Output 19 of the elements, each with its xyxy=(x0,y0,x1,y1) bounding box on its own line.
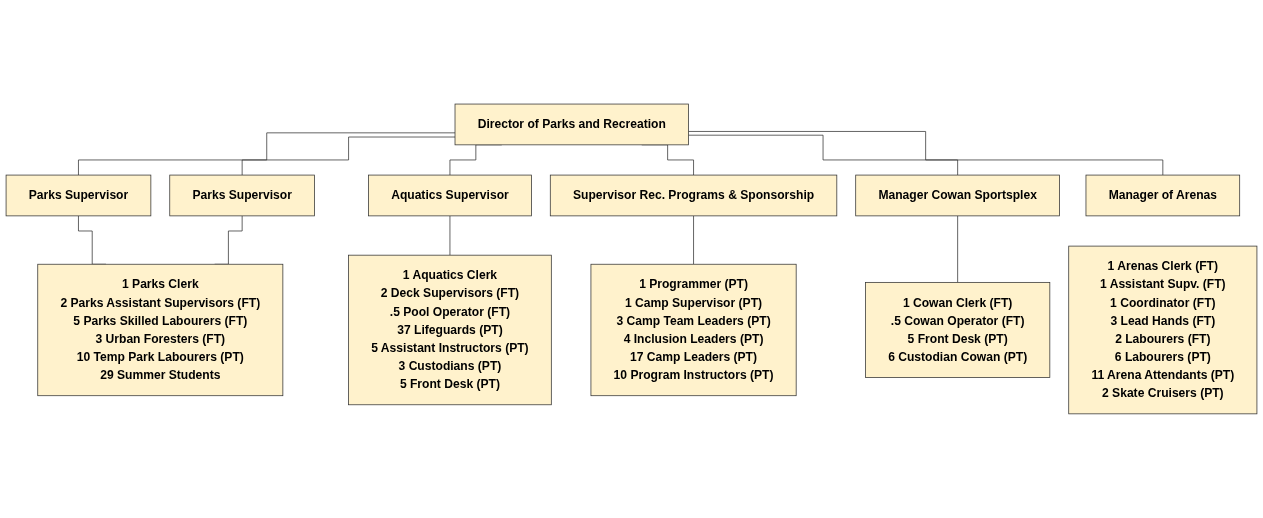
node-box: Aquatics Supervisor xyxy=(368,174,532,217)
node-box: 1 Aquatics Clerk 2 Deck Supervisors (FT) .5 Pool Operator (FT) 37 Lifeguards (PT) 5 Assistant Instructors (PT) 3 Custodians (PT) 5 Front Desk (PT) xyxy=(348,254,552,406)
node-box: 1 Programmer (PT) 1 Camp Supervisor (PT) 3 Camp Team Leaders (PT) 4 Inclusion Leaders (PT) 17 Camp Leaders (PT) 10 Program Instructors (PT) xyxy=(590,263,797,397)
connector xyxy=(688,134,959,176)
connector xyxy=(693,215,694,265)
node-box: 1 Arenas Clerk (FT) 1 Assistant Supv. (FT) 1 Coordinator (FT) 3 Lead Hands (FT) 2 Labourers (FT) 6 Labourers (PT) 11 Arena Attendants (PT) 2 Skate Cruisers (PT) xyxy=(1068,245,1258,415)
connector xyxy=(449,215,451,256)
node-box: Parks Supervisor xyxy=(169,174,315,217)
node-box: Manager of Arenas xyxy=(1085,174,1241,217)
node-box: Manager Cowan Sportsplex xyxy=(855,174,1060,217)
node-box: 1 Parks Clerk 2 Parks Assistant Supervisors (FT) 5 Parks Skilled Labourers (FT) 3 Urban Foresters (FT) 10 Temp Park Labourers (PT) 29 Summer Students xyxy=(37,263,284,397)
connector xyxy=(241,136,456,176)
connector xyxy=(688,131,1164,176)
node-box: Director of Parks and Recreation xyxy=(454,103,689,146)
node-box: Supervisor Rec. Programs & Sponsorship xyxy=(549,174,838,217)
connector xyxy=(957,215,959,283)
node-box: Parks Supervisor xyxy=(5,174,152,217)
node-box: 1 Cowan Clerk (FT) .5 Cowan Operator (FT) 5 Front Desk (PT) 6 Custodian Cowan (PT) xyxy=(865,282,1051,378)
connector xyxy=(78,132,456,176)
